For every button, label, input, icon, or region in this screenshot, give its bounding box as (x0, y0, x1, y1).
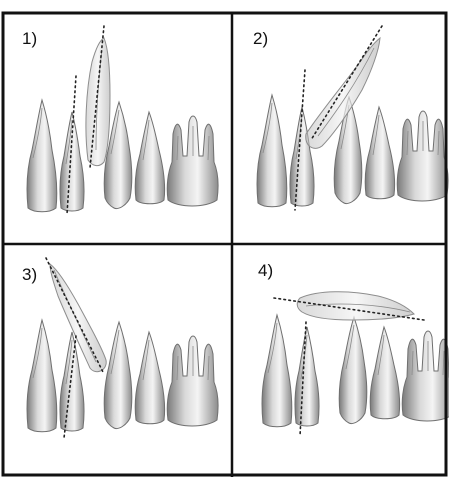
displaced-canine (50, 264, 106, 372)
panel-label: 1) (22, 29, 37, 48)
panel-1: 1) (22, 26, 218, 214)
lateral-incisor (295, 327, 319, 426)
panel-label: 3) (22, 265, 37, 284)
panel-2: 2) (253, 26, 448, 210)
displaced-canine (297, 292, 414, 320)
panel-label: 2) (253, 29, 268, 48)
tooth-row (27, 100, 218, 212)
panel-4: 4) (258, 261, 449, 436)
displaced-canine (86, 38, 110, 166)
panel-label: 4) (258, 261, 273, 280)
panel-3: 3) (22, 258, 218, 438)
tooth-row (257, 95, 448, 207)
tooth-row (262, 315, 449, 427)
tooth-row (27, 320, 218, 432)
